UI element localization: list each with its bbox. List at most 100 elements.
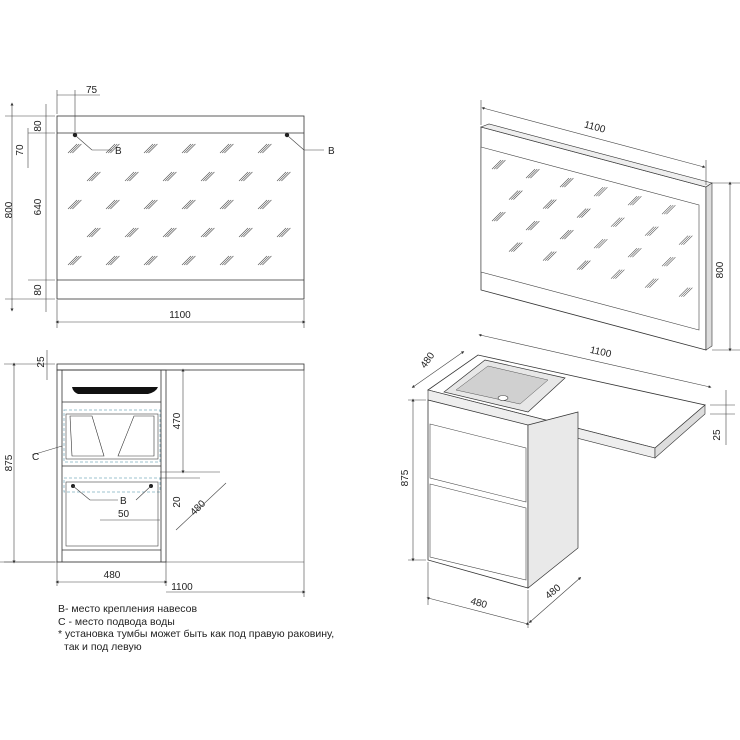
glass-stroke — [663, 204, 674, 215]
dim-480-iso-width: 480 — [469, 596, 488, 611]
glass-stroke — [680, 287, 691, 297]
glass-stroke — [143, 143, 154, 154]
glass-stroke — [527, 220, 538, 231]
dim-875-iso: 875 — [400, 469, 411, 486]
glass-stroke — [262, 255, 272, 266]
glass-stroke — [276, 171, 287, 182]
glass-stroke — [683, 287, 693, 297]
glass-stroke — [581, 260, 591, 270]
glass-stroke — [221, 143, 232, 154]
glass-stroke — [683, 235, 693, 245]
glass-stroke — [525, 168, 536, 179]
mirror-front-view: B B 75 800 80 70 640 80 1100 — [4, 85, 335, 328]
glass-stroke — [281, 171, 291, 182]
glass-stroke — [649, 278, 659, 288]
glass-stroke — [627, 247, 638, 258]
glass-stroke — [257, 255, 268, 266]
drawer-top-iso — [429, 423, 527, 503]
dim-480-depth: 480 — [188, 498, 208, 518]
legend: B- место крепления навесов C - место под… — [58, 603, 334, 653]
glass-stroke — [644, 226, 655, 236]
glass-stroke — [678, 235, 689, 245]
glass-stroke — [200, 171, 211, 182]
glass-stroke — [666, 204, 676, 215]
glass-stroke — [615, 217, 625, 227]
glass-stroke — [281, 227, 291, 238]
glass-stroke — [145, 255, 156, 266]
glass-stroke — [219, 255, 230, 266]
dim-1100-total: 1100 — [171, 582, 193, 593]
glass-stroke — [615, 269, 625, 279]
glass-stroke — [129, 171, 139, 182]
countertop-front — [56, 363, 305, 371]
glass-stroke — [644, 278, 655, 288]
glass-stroke — [593, 238, 604, 249]
glass-stroke — [129, 227, 139, 238]
glass-stroke — [69, 255, 80, 266]
glass-stroke — [257, 199, 268, 210]
glass-stroke — [107, 199, 118, 210]
dim-20: 20 — [172, 496, 183, 508]
glass-stroke — [219, 143, 230, 154]
drawer-cutout-right — [117, 415, 155, 457]
sink-bowl — [72, 387, 158, 394]
glass-stroke — [581, 208, 591, 218]
water-inlet-label: C — [32, 452, 39, 463]
dim-80-bottom: 80 — [33, 284, 44, 296]
glass-stroke — [72, 143, 82, 154]
glass-stroke — [167, 227, 177, 238]
glass-stroke — [530, 168, 540, 179]
glass-stroke — [221, 199, 232, 210]
glass-stroke — [257, 143, 268, 154]
glass-stroke — [491, 211, 502, 222]
glass-stroke — [72, 199, 82, 210]
legend-line-1: B- место крепления навесов — [58, 603, 198, 615]
glass-stroke — [243, 171, 253, 182]
glass-stroke — [219, 199, 230, 210]
glass-stroke — [181, 255, 192, 266]
glass-stroke — [72, 255, 82, 266]
glass-stroke — [278, 227, 289, 238]
glass-stroke — [595, 186, 606, 197]
glass-stroke — [663, 256, 674, 267]
glass-stroke — [561, 229, 572, 240]
glass-stroke — [145, 199, 156, 210]
hanger-label-left: B — [115, 146, 122, 157]
glass-stroke — [67, 143, 78, 154]
glass-stroke — [107, 143, 118, 154]
dim-25-iso: 25 — [712, 429, 723, 441]
glass-stroke — [661, 256, 672, 267]
glass-stroke — [610, 269, 621, 279]
glass-stroke — [661, 204, 672, 215]
glass-stroke — [513, 190, 523, 200]
glass-stroke — [110, 143, 120, 154]
glass-stroke — [162, 227, 173, 238]
glass-stroke — [276, 227, 287, 238]
glass-stroke — [186, 255, 196, 266]
legend-line-3: * установка тумбы может быть как под пра… — [58, 628, 335, 640]
glass-stroke — [105, 199, 116, 210]
glass-stroke — [202, 171, 213, 182]
glass-stroke — [86, 227, 97, 238]
front-hanger-label: B — [120, 496, 127, 507]
vanity-front-view: C B 50 875 25 470 20 480 480 — [0, 350, 306, 597]
glass-stroke — [564, 177, 574, 188]
glass-stroke — [91, 171, 101, 182]
glass-stroke — [143, 199, 154, 210]
glass-stroke — [181, 199, 192, 210]
glass-stroke — [627, 195, 638, 206]
legend-line-2: C - место подвода воды — [58, 615, 175, 628]
glass-stroke — [262, 143, 272, 154]
vanity-isometric: 480 1100 25 875 480 480 — [400, 333, 735, 628]
glass-stroke — [183, 143, 194, 154]
glass-stroke — [513, 242, 523, 252]
glass-stroke — [86, 171, 97, 182]
drawer-bottom-iso — [429, 483, 527, 581]
glass-stroke — [666, 256, 676, 267]
glass-stroke — [576, 208, 587, 218]
glass-stroke — [200, 227, 211, 238]
glass-stroke — [530, 220, 540, 231]
glass-stroke — [224, 143, 234, 154]
glass-stroke — [629, 195, 640, 206]
glass-stroke — [186, 143, 196, 154]
